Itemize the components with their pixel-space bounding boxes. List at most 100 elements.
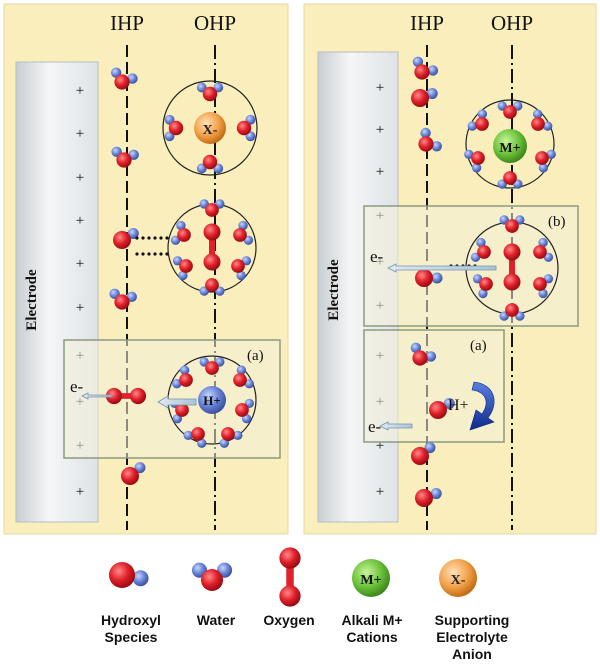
cation-sphere [493, 129, 527, 163]
hydrogen-bond-dot [141, 236, 145, 240]
oxygen-atom [411, 447, 429, 465]
hydrogen-atom [538, 237, 548, 248]
hydrogen-bond-dot [153, 252, 157, 256]
oxygen-atom [203, 223, 221, 241]
right-electrode-label: Electrode [326, 259, 342, 321]
right-plus-sign: + [376, 80, 384, 96]
proton-transfer-curved-arrow [469, 381, 495, 431]
left-plus-sign: + [76, 484, 84, 500]
adsorbed-hydroxyl [113, 228, 139, 249]
hydrogen-atom [197, 438, 207, 448]
left-plus-sign: + [76, 256, 84, 272]
water-molecule [196, 82, 224, 102]
right-box-b-label: (b) [548, 214, 566, 230]
hydrogen-atom [238, 220, 248, 231]
water-molecule [533, 274, 554, 299]
water-molecule [531, 109, 553, 131]
oxygen-atom [105, 387, 123, 405]
hydrogen-atom [236, 365, 247, 375]
hydrogen-bond-dot [165, 252, 169, 256]
hydrogen-bond-dot [159, 236, 163, 240]
oxygen-atom [533, 277, 547, 291]
right-electron-arrow-a [379, 421, 413, 431]
water-molecule [172, 256, 193, 281]
hydrogen-atom [233, 430, 243, 441]
oxygen-atom [235, 403, 249, 417]
hydrogen-atom [172, 379, 182, 389]
oxygen-atom [233, 228, 247, 242]
hydrogen-atom [420, 127, 431, 139]
water-molecule [236, 114, 256, 142]
hydrogen-atom [426, 88, 438, 100]
hydrogen-atom [183, 430, 193, 441]
right-plus-sign: + [376, 122, 384, 138]
adsorbed-hydroxyl [121, 462, 146, 485]
oxygen-atom [412, 350, 428, 366]
anion-label: X- [203, 123, 218, 138]
adsorbed-water-molecule [418, 127, 442, 152]
oxygen-atom [531, 117, 545, 131]
left-anion-shell [162, 80, 258, 176]
oxygen-atom [505, 219, 519, 233]
oxygen-atom [429, 401, 447, 419]
hydrogen-atom [467, 121, 477, 131]
adsorbed-water-molecule [110, 67, 138, 90]
legend-hydroxyl-icon [108, 561, 149, 589]
water-molecule [497, 171, 523, 189]
hydronium-label: H+ [203, 393, 221, 408]
hydrogen-atom [244, 379, 254, 389]
hydrogen-atom [430, 488, 442, 500]
oxygen-atom [113, 231, 131, 249]
oxygen-atom [108, 561, 136, 589]
cation-label: M+ [499, 141, 520, 156]
legend-anion-sphere [439, 559, 477, 597]
hydrogen-atom [410, 342, 422, 354]
hydrogen-bond-dot [147, 236, 151, 240]
legend-anion-symbol: X- [451, 573, 466, 588]
hydrogen-atom [127, 228, 139, 239]
right-electron-label-b: e- [370, 247, 384, 266]
oxygen-atom [129, 387, 147, 405]
oxygen-atom [503, 105, 517, 119]
oxygen-in-cluster [203, 223, 221, 271]
hydrogen-atom [546, 149, 556, 159]
water-molecule [233, 220, 254, 245]
water-molecule [235, 398, 255, 424]
adsorbed-hydroxyl [415, 488, 442, 507]
hydrogen-atom [478, 288, 488, 299]
oxygen-atom [279, 585, 301, 607]
hydrogen-atom [427, 65, 439, 76]
legend-label-anion: Supporting Electrolyte Anion [434, 612, 510, 662]
oxygen-atom [503, 243, 521, 261]
left-proton-arrow [157, 395, 197, 409]
hydrogen-bond-dot [135, 236, 139, 240]
oxygen-atom [116, 152, 132, 168]
oxygen-atom [202, 154, 218, 170]
right-ohp-label: OHP [491, 11, 533, 35]
right-cation-shell [465, 99, 555, 189]
oxygen-atom [418, 136, 434, 152]
molecules-layer [105, 56, 556, 507]
right-electron-arrow-b [387, 263, 497, 273]
oxygen-atom [179, 373, 193, 387]
right-plus-sign: + [376, 438, 384, 454]
right-plus-sign: + [376, 164, 384, 180]
oxygen-atom [191, 427, 205, 441]
hydrogen-atom [134, 462, 146, 474]
hydrogen-atom [424, 442, 436, 454]
oxygen-atom [479, 277, 493, 291]
water-molecule [199, 357, 225, 375]
legend-water-icon [191, 562, 233, 592]
oxygen-atom [415, 489, 433, 507]
adsorbed-water-molecule [410, 342, 437, 366]
hydrogen-atom [443, 398, 455, 409]
hydrogen-atom [464, 149, 474, 159]
oxygen-atom [411, 89, 429, 107]
hydrogen-atom [127, 73, 138, 84]
hydrogen-bond-dot [159, 252, 163, 256]
legend-oxygen-icon [279, 547, 301, 607]
right-box-a-label: (a) [470, 338, 487, 354]
hydrogen-atom [219, 438, 229, 448]
hydrogen-atom [178, 270, 188, 281]
oxygen-atom [205, 203, 219, 217]
